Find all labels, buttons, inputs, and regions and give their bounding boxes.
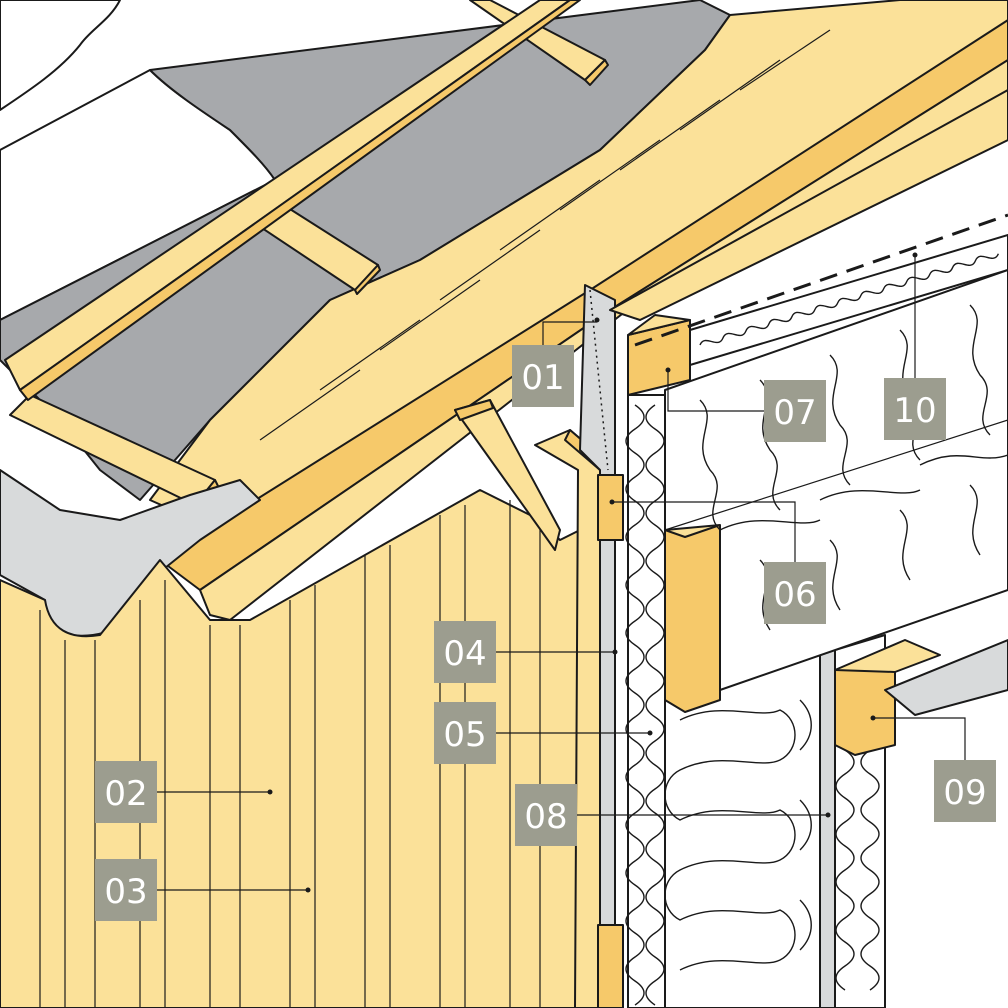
vapour-barrier xyxy=(819,649,836,1008)
roof-tiles xyxy=(0,0,121,111)
callout-07-label: 07 xyxy=(773,393,816,433)
wall-insulation-pattern xyxy=(664,699,812,971)
inner-fibre-pattern xyxy=(835,749,880,991)
callout-03-label: 03 xyxy=(104,872,147,912)
ceiling-board xyxy=(884,639,1008,716)
wall-section xyxy=(579,284,1008,1008)
wind-barrier xyxy=(579,284,616,1008)
callout-04: 04 xyxy=(434,621,618,683)
sheathing-joints xyxy=(259,29,831,441)
callout-06: 06 xyxy=(609,499,826,624)
wall-stud xyxy=(664,517,721,713)
callout-10-label: 10 xyxy=(893,391,936,431)
callout-02: 02 xyxy=(95,761,273,823)
callout-05: 05 xyxy=(434,702,653,764)
callout-09-label: 09 xyxy=(943,773,986,813)
fibre-pattern xyxy=(625,404,665,1006)
callouts: 01 02 03 04 05 xyxy=(95,252,996,921)
callout-07: 07 xyxy=(665,367,826,442)
callout-05-label: 05 xyxy=(443,715,486,755)
callout-01: 01 xyxy=(512,317,600,407)
callout-08-label: 08 xyxy=(524,797,567,837)
vapour-dash-line xyxy=(634,213,1008,347)
wall-batten-top xyxy=(597,474,624,541)
ceiling-insulation-divider xyxy=(664,419,1008,531)
wall-batten-bottom xyxy=(597,924,624,1008)
callout-02-label: 02 xyxy=(104,774,147,814)
callout-04-label: 04 xyxy=(443,634,486,674)
roof-fibre-pattern xyxy=(699,253,1000,346)
callout-09: 09 xyxy=(870,715,996,822)
callout-08: 08 xyxy=(515,784,831,846)
callout-06-label: 06 xyxy=(773,575,816,615)
callout-10: 10 xyxy=(884,252,946,440)
callout-01-label: 01 xyxy=(521,358,564,398)
callout-03: 03 xyxy=(95,859,311,921)
rafter xyxy=(609,89,1008,321)
battens xyxy=(4,0,609,511)
